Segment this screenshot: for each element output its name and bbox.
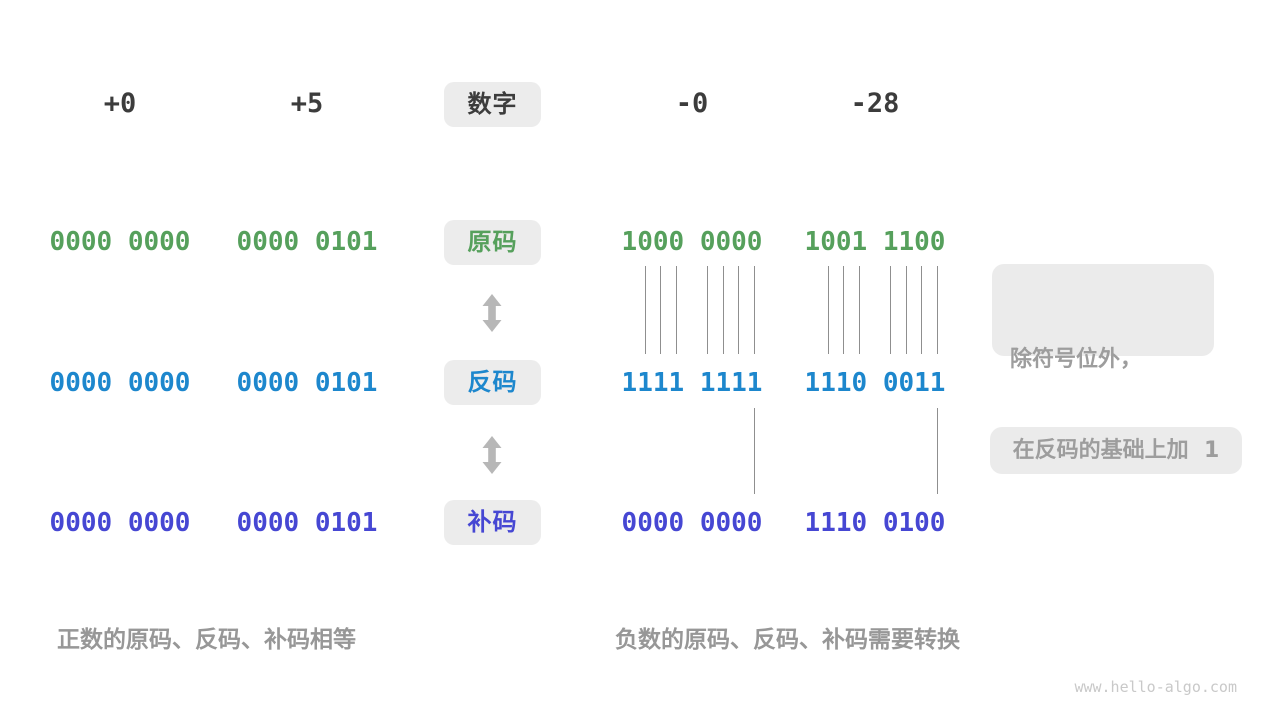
decimal-value-minus28: -28 [850, 88, 900, 119]
bit-connector-line [675, 266, 677, 354]
twos-complement-plus0: 0000 0000 [49, 508, 191, 538]
sign-magnitude-label-box: 原码 [444, 220, 541, 265]
twos-complement-minus0: 0000 0000 [621, 508, 763, 538]
ones-complement-label-box: 反码 [444, 360, 541, 405]
positive-numbers-caption: 正数的原码、反码、补码相等 [57, 627, 356, 653]
bit-connector-line [937, 266, 939, 354]
ones-complement-plus5: 0000 0101 [236, 368, 378, 398]
number-label-box: 数字 [444, 82, 541, 127]
updown-arrow-icon [482, 436, 502, 474]
bit-connector-line [707, 266, 709, 354]
sign-magnitude-minus0: 1000 0000 [621, 227, 763, 257]
bit-connector-line [660, 266, 662, 354]
twos-complement-plus5: 0000 0101 [236, 508, 378, 538]
sign-magnitude-minus28: 1001 1100 [804, 227, 946, 257]
bit-connector-line [738, 266, 740, 354]
invert-bits-note-line1: 除符号位外， [1010, 347, 1143, 372]
ones-complement-plus0: 0000 0000 [49, 368, 191, 398]
bit-connector-line [644, 266, 646, 354]
invert-bits-note: 除符号位外， 对其余所有位取反 [992, 264, 1214, 471]
bit-connector-line [921, 266, 923, 354]
bit-connector-line [843, 266, 845, 354]
bit-connector-line [905, 266, 907, 354]
ones-complement-minus0: 1111 1111 [621, 368, 763, 398]
negative-numbers-caption: 负数的原码、反码、补码需要转换 [615, 627, 960, 653]
decimal-value-plus5: +5 [290, 88, 324, 119]
updown-arrow-icon [482, 294, 502, 332]
bit-connector-line [937, 408, 939, 494]
bit-connector-line [827, 266, 829, 354]
twos-complement-minus28: 1110 0100 [804, 508, 946, 538]
sign-magnitude-plus5: 0000 0101 [236, 227, 378, 257]
sign-magnitude-plus0: 0000 0000 [49, 227, 191, 257]
twos-complement-label-box: 补码 [444, 500, 541, 545]
watermark-url: www.hello-algo.com [1074, 678, 1237, 696]
bit-connector-line [858, 266, 860, 354]
bit-connector-line [754, 408, 756, 494]
ones-complement-minus28: 1110 0011 [804, 368, 946, 398]
bit-connector-line [890, 266, 892, 354]
decimal-value-plus0: +0 [103, 88, 137, 119]
decimal-value-minus0: -0 [675, 88, 709, 119]
add-one-note: 在反码的基础上加 1 [990, 427, 1242, 474]
bit-connector-line [754, 266, 756, 354]
bit-connector-line [722, 266, 724, 354]
